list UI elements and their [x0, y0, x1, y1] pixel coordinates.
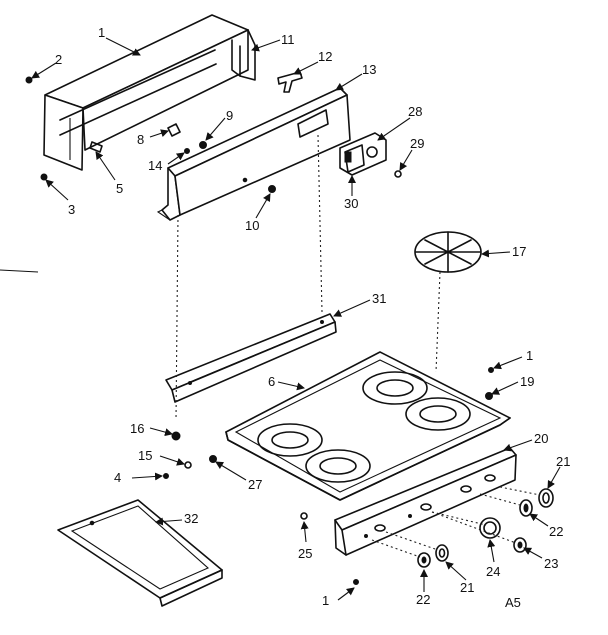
callout-8: 8: [137, 132, 144, 147]
callout-17: 17: [512, 244, 526, 259]
panel-hole: [242, 177, 248, 183]
callout-3: 3: [68, 202, 75, 217]
knob-dotted-guides: [371, 486, 541, 558]
pan-dotted-drop: [435, 271, 441, 373]
back-guard-housing: [43, 14, 256, 171]
callout-23: 23: [544, 556, 558, 571]
part-15-washer: [184, 461, 192, 469]
clock-module: [339, 132, 387, 176]
callout-28: 28: [408, 104, 422, 119]
callout-31: 31: [372, 291, 386, 306]
callout-21-bottom: 21: [460, 580, 474, 595]
rear-trim-rail: [165, 313, 337, 403]
part-25-screw: [300, 512, 308, 520]
callout-25: 25: [298, 546, 312, 561]
part-29-screw: [394, 170, 402, 178]
part-9-knob: [199, 141, 207, 149]
part-4-screw: [163, 473, 169, 479]
callout-30: 30: [344, 196, 358, 211]
callout-10: 10: [245, 218, 259, 233]
callout-9: 9: [226, 108, 233, 123]
callout-4: 4: [114, 470, 121, 485]
part-1-screw-upper: [488, 367, 494, 373]
callout-labels: 1 2 3 5 11 12 13 8 9 14 10 28 29 30 17 3…: [55, 25, 570, 608]
callout-27: 27: [248, 477, 262, 492]
callout-19: 19: [520, 374, 534, 389]
leader-lines: [31, 37, 561, 601]
callout-14: 14: [148, 158, 162, 173]
part-10-knob: [268, 185, 276, 193]
callout-16: 16: [130, 421, 144, 436]
callout-21-right: 21: [556, 454, 570, 469]
cooktop: [225, 351, 511, 501]
control-panel: [156, 87, 351, 221]
callout-1-bottom: 1: [322, 593, 329, 608]
margin-mark: [0, 269, 39, 273]
panel-dotted-drop: [317, 134, 323, 313]
part-3-screw: [40, 173, 48, 181]
drip-tray: [57, 499, 223, 607]
callout-2: 2: [55, 52, 62, 67]
callout-24: 24: [486, 564, 500, 579]
callout-13: 13: [362, 62, 376, 77]
callout-11: 11: [281, 32, 295, 47]
reflector-pan: [414, 231, 482, 273]
part-27-clip: [209, 455, 217, 463]
figure-label: A5: [505, 595, 521, 610]
rail-dotted-drop: [175, 214, 179, 421]
part-8-switch: [167, 123, 181, 137]
part-2-screw: [25, 76, 33, 84]
part-1-screw-lower: [353, 579, 359, 585]
knob-set: [417, 488, 554, 568]
callout-1-right: 1: [526, 348, 533, 363]
callout-5: 5: [116, 181, 123, 196]
part-14-screw: [184, 148, 190, 154]
part-16-grommet: [171, 431, 181, 441]
callout-29: 29: [410, 136, 424, 151]
callout-22-bottom: 22: [416, 592, 430, 607]
callout-1-top: 1: [98, 25, 105, 40]
callout-15: 15: [138, 448, 152, 463]
callout-20: 20: [534, 431, 548, 446]
callout-32: 32: [184, 511, 198, 526]
callout-12: 12: [318, 49, 332, 64]
callout-22-right: 22: [549, 524, 563, 539]
part-19-grommet: [485, 392, 493, 400]
front-control-rail: [334, 447, 517, 556]
part-12-bracket: [277, 71, 303, 93]
callout-6: 6: [268, 374, 275, 389]
